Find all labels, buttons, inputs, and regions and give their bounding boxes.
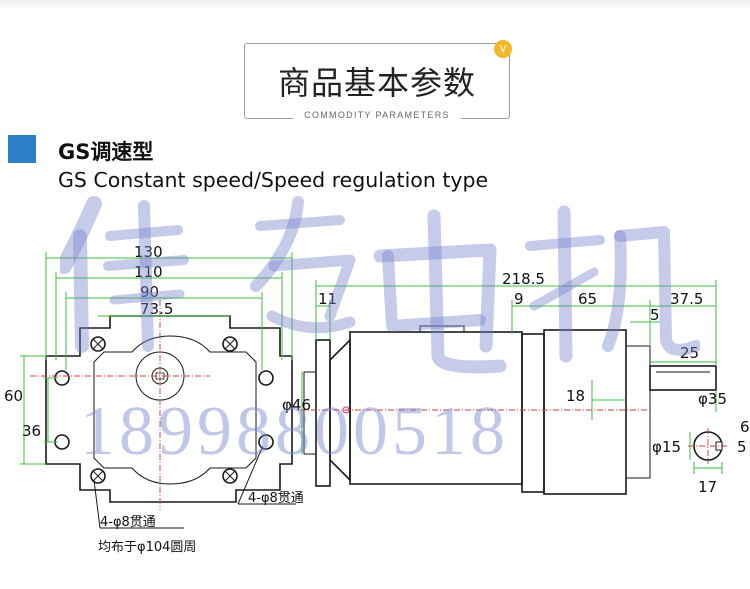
section-title: GS调速型	[58, 140, 154, 164]
dim-label: φ46	[282, 396, 311, 414]
dim-label: 90	[140, 283, 159, 301]
dim-label: 218.5	[502, 270, 545, 288]
top-shadow	[0, 0, 750, 10]
dim-label: 9	[514, 290, 524, 308]
front-view: 130 110 90 73.5 60 36 4-φ8贯通 4-φ8贯通 均布于φ…	[4, 243, 304, 555]
section-marker-icon	[8, 135, 36, 163]
dim-label: 17	[698, 478, 717, 496]
watermark-phone: 18998800518	[80, 393, 509, 470]
flange-outline	[45, 315, 293, 503]
dim-label: 37.5	[670, 290, 703, 308]
section-header-box: 商品基本参数 COMMODITY PARAMETERS	[244, 43, 510, 120]
gearbox-outline	[93, 335, 257, 485]
dim-label: 18	[566, 387, 585, 405]
hole-note: 4-φ8贯通	[100, 515, 156, 530]
dim-label: 73.5	[140, 300, 173, 318]
dim-label: 6	[740, 418, 750, 436]
dimension-drawing: .outline { fill: none; stroke: #1a1a1a; …	[4, 243, 750, 555]
chevron-down-icon: v	[494, 40, 512, 58]
dim-label: 5	[650, 306, 660, 324]
page-title: 商品基本参数	[277, 64, 476, 102]
side-view: 218.5 11 9 65 37.5 5 25 φ46 18 φ35	[282, 270, 727, 495]
hole-note: 4-φ8贯通	[248, 491, 304, 506]
dim-label: 60	[4, 387, 23, 405]
dim-label: 36	[22, 422, 41, 440]
watermark-logo	[60, 196, 700, 374]
dim-label: 25	[680, 344, 699, 362]
dim-label: φ15	[652, 438, 681, 456]
mounting-holes	[54, 336, 274, 484]
shaft-section: φ15 5 17 6	[652, 418, 750, 496]
hole-note: 均布于φ104圆周	[98, 540, 196, 555]
dim-label: 65	[578, 290, 597, 308]
gear-housing	[625, 345, 651, 479]
dim-label: φ35	[698, 390, 727, 408]
output-shaft	[649, 365, 717, 391]
terminal-box	[419, 325, 465, 333]
side-spigot	[303, 371, 317, 455]
dim-label: 11	[318, 290, 337, 308]
dim-label: 130	[134, 243, 163, 261]
section-subtitle: GS Constant speed/Speed regulation type	[58, 168, 489, 192]
dim-label: 110	[134, 263, 163, 281]
page-subtitle: COMMODITY PARAMETERS	[293, 110, 461, 120]
dim-label: 5	[737, 438, 747, 456]
